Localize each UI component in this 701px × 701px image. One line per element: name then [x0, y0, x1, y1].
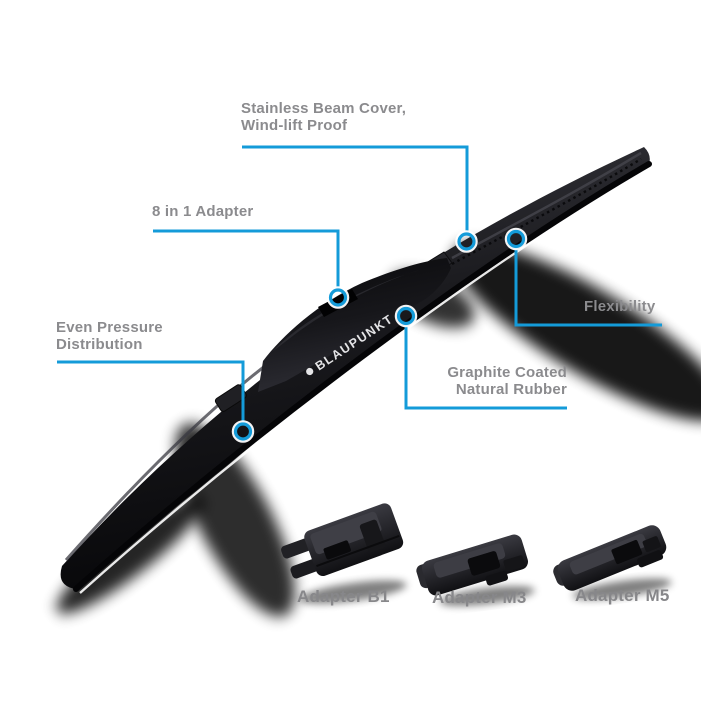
callout-label-even-pressure-line1: Even Pressure	[56, 319, 163, 336]
adapter-m3-label: Adapter M3	[432, 588, 527, 607]
adapter-m5-image	[553, 525, 667, 591]
callout-label-graphite-line2: Natural Rubber	[455, 381, 567, 398]
callout-label-graphite-line1: Graphite Coated	[447, 364, 567, 381]
adapter-shadows	[299, 578, 672, 606]
callout-line-stainless	[242, 145, 469, 233]
adapter-m3-image	[416, 534, 529, 596]
callout-label-even-pressure: Even Pressure Distribution	[56, 319, 163, 353]
callout-label-stainless-line2: Wind-lift Proof	[241, 117, 348, 134]
callout-label-8in1-text: 8 in 1 Adapter	[152, 203, 254, 220]
callout-line-even-pressure	[57, 360, 245, 423]
callout-marker-even-pressure	[231, 420, 255, 443]
callout-marker-8in1	[326, 286, 350, 309]
rubber-edge	[73, 161, 652, 592]
wiper-blade: BLAUPUNKT	[60, 147, 652, 594]
callout-markers	[231, 227, 528, 443]
blade-body	[60, 147, 650, 589]
callout-label-stainless: Stainless Beam Cover, Wind-lift Proof	[241, 100, 406, 134]
callout-line-8in1	[153, 229, 340, 289]
adapter-b1-image	[281, 503, 404, 579]
adapter-b1-label: Adapter B1	[297, 587, 390, 606]
blade-cutout-fringe	[79, 165, 652, 594]
callout-line-graphite	[404, 324, 567, 410]
callout-label-graphite: Graphite Coated Natural Rubber	[417, 364, 567, 398]
callout-label-flexibility: Flexibility	[584, 298, 655, 315]
callout-label-stainless-line1: Stainless Beam Cover,	[241, 100, 407, 117]
callout-marker-flexibility	[504, 227, 528, 251]
beam-highlight	[451, 151, 642, 260]
callout-label-even-pressure-line2: Distribution	[56, 336, 143, 353]
callout-marker-graphite	[394, 304, 418, 328]
beam-serrations	[451, 157, 642, 266]
adapter-m5-label: Adapter M5	[575, 586, 670, 605]
brand-dot-icon	[306, 367, 314, 376]
callout-line-flexibility	[514, 247, 662, 327]
callout-lines	[57, 145, 662, 423]
callout-label-flexibility-text: Flexibility	[584, 298, 656, 315]
callout-label-8in1: 8 in 1 Adapter	[152, 203, 253, 220]
spoiler	[258, 258, 451, 392]
callout-marker-stainless	[455, 230, 478, 253]
